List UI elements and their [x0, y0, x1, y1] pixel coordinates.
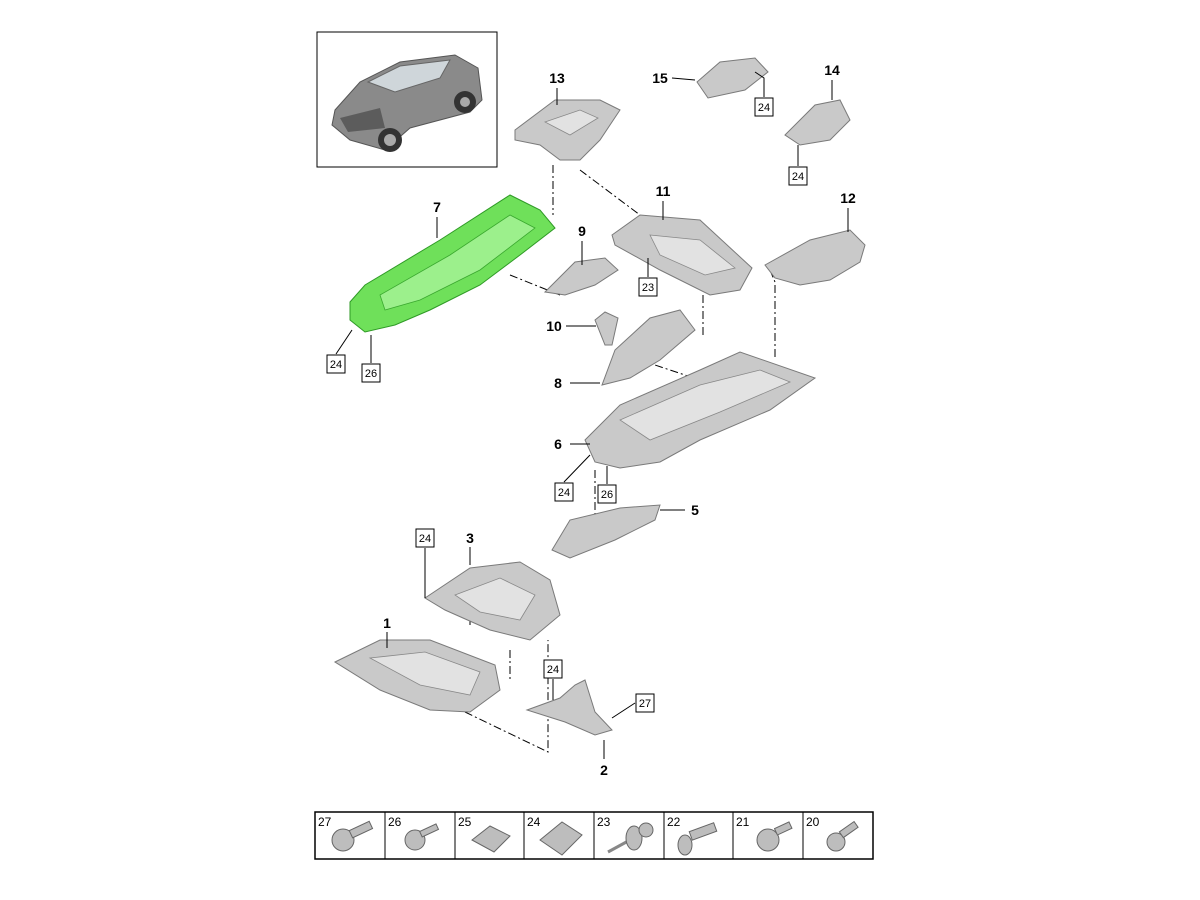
ref-box-24[interactable]: 24	[754, 97, 774, 117]
callout-5[interactable]: 5	[691, 502, 699, 518]
ref-box-24[interactable]: 24	[415, 528, 435, 548]
svg-text:24: 24	[527, 815, 541, 829]
svg-text:23: 23	[597, 815, 611, 829]
callout-15[interactable]: 15	[652, 70, 668, 86]
leader-lines	[335, 71, 849, 759]
svg-text:24: 24	[558, 487, 570, 499]
svg-text:24: 24	[758, 102, 770, 114]
fastener-strip: 27 26 25 24 23 22 21 20	[314, 811, 874, 860]
callout-12[interactable]: 12	[840, 190, 856, 206]
svg-text:27: 27	[318, 815, 332, 829]
part-9	[543, 257, 619, 296]
svg-text:24: 24	[330, 359, 342, 371]
fastener-23[interactable]: 23	[597, 815, 654, 854]
callouts: 1 2 3 5 6 7 8 9 10 11 12 13 14 15	[383, 62, 856, 778]
callout-1[interactable]: 1	[383, 615, 391, 631]
callout-8[interactable]: 8	[554, 375, 562, 391]
fastener-27[interactable]: 27	[318, 815, 374, 852]
callout-13[interactable]: 13	[549, 70, 565, 86]
part-14	[784, 99, 851, 146]
svg-text:24: 24	[547, 664, 559, 676]
svg-text:24: 24	[419, 533, 431, 545]
svg-text:23: 23	[642, 282, 654, 294]
callout-10[interactable]: 10	[546, 318, 562, 334]
fastener-26[interactable]: 26	[388, 815, 440, 851]
svg-text:26: 26	[365, 368, 377, 380]
svg-text:24: 24	[792, 171, 804, 183]
fastener-21[interactable]: 21	[736, 815, 793, 852]
boxed-refs: 24 24 24 26 23 24 26 24 24 27	[326, 97, 808, 713]
part-11	[611, 214, 753, 296]
ref-box-27[interactable]: 27	[635, 693, 655, 713]
fastener-24[interactable]: 24	[527, 815, 583, 856]
ref-box-26[interactable]: 26	[597, 484, 617, 504]
fastener-25[interactable]: 25	[458, 815, 511, 853]
part-8	[601, 309, 696, 386]
part-7-highlighted	[349, 194, 556, 333]
ref-box-26[interactable]: 26	[361, 363, 381, 383]
callout-3[interactable]: 3	[466, 530, 474, 546]
part-3	[424, 561, 561, 641]
part-10	[594, 311, 619, 346]
ref-box-23[interactable]: 23	[638, 277, 658, 297]
vehicle-thumbnail	[316, 31, 498, 168]
fastener-22[interactable]: 22	[667, 815, 718, 856]
callout-9[interactable]: 9	[578, 223, 586, 239]
part-5	[551, 504, 661, 559]
fastener-20[interactable]: 20	[806, 815, 859, 852]
svg-text:25: 25	[458, 815, 472, 829]
callout-14[interactable]: 14	[824, 62, 840, 78]
callout-7[interactable]: 7	[433, 199, 441, 215]
part-1	[333, 639, 501, 713]
part-13	[514, 99, 621, 161]
svg-text:21: 21	[736, 815, 750, 829]
svg-text:27: 27	[639, 698, 651, 710]
svg-text:22: 22	[667, 815, 681, 829]
ref-box-24[interactable]: 24	[326, 354, 346, 374]
ref-box-24[interactable]: 24	[554, 482, 574, 502]
ref-box-24[interactable]: 24	[543, 659, 563, 679]
part-15	[696, 57, 769, 99]
callout-11[interactable]: 11	[656, 183, 671, 199]
ref-box-24[interactable]: 24	[788, 166, 808, 186]
part-2	[525, 679, 613, 736]
callout-6[interactable]: 6	[554, 436, 562, 452]
callout-2[interactable]: 2	[600, 762, 608, 778]
svg-text:26: 26	[601, 489, 613, 501]
part-12	[764, 229, 866, 286]
part-6	[584, 351, 817, 469]
svg-text:26: 26	[388, 815, 402, 829]
svg-text:20: 20	[806, 815, 820, 829]
